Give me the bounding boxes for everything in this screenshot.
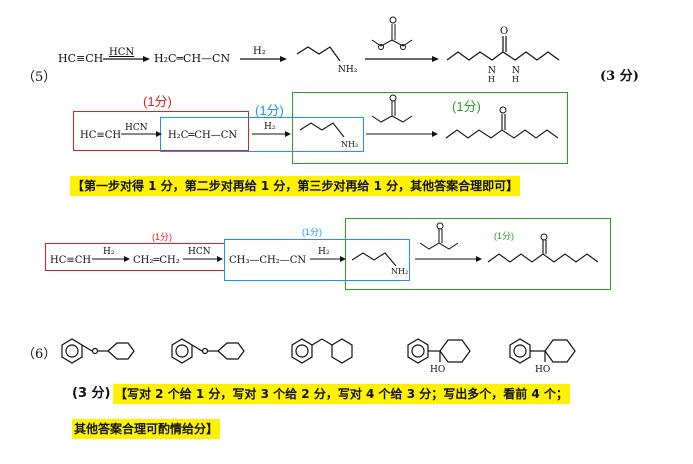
- row1-reagent1: HCN: [109, 47, 134, 58]
- row3-arrow4-head: [476, 256, 482, 262]
- q6-scoring-note-line1: 【写对 2 个给 1 分，写对 3 个给 2 分，写对 4 个给 3 分；写出多…: [113, 384, 570, 404]
- row2-arrow2-head: [285, 131, 291, 137]
- q6-scoring-note-line2: 其他答案合理可酌情给分】: [72, 419, 221, 439]
- step1-box-red: [73, 111, 249, 151]
- row1-start: HC≡CH: [58, 52, 103, 65]
- row2-urea: [445, 129, 559, 139]
- q6-ho-2: HO: [535, 365, 550, 375]
- row1-dmc-o-top: [389, 16, 397, 24]
- row3-dmc-o-top: [436, 222, 444, 230]
- q6-structure-3: [291, 338, 353, 364]
- alt-step2-box-blue: [224, 239, 410, 281]
- row1-urea-h2: H: [512, 75, 519, 84]
- row3-arrow3-head: [340, 256, 346, 262]
- row1-urea-o: O: [500, 26, 508, 37]
- alt-step3-box-green: [345, 218, 611, 290]
- q6-structure-4: [407, 338, 471, 364]
- row2-label-blue: (1分): [255, 103, 284, 118]
- row1-propylamine: [296, 46, 341, 62]
- row1-dmc-o-right: [400, 44, 406, 50]
- row1-dmc-o-left: [378, 44, 384, 50]
- row2-label-red: (1分): [143, 94, 172, 109]
- row1-urea: [446, 51, 560, 61]
- row1-dmc-skeleton: [371, 39, 413, 47]
- row3-label-red: (1分): [152, 232, 172, 242]
- row2-arrow3-head: [432, 131, 438, 137]
- row2-start: HC≡CH: [80, 130, 121, 141]
- q6-number: （6）: [22, 347, 56, 362]
- step3-box-green: [292, 92, 568, 164]
- row2-product1: H₂C═CH—CN: [168, 130, 237, 141]
- q6-ho-1: HO: [430, 365, 445, 375]
- row1-urea-n2: N: [512, 66, 520, 76]
- row2-reagent1: HCN: [125, 123, 148, 133]
- row1-reagent2: H₂: [253, 46, 266, 57]
- row2-dmc-skeleton: [371, 115, 413, 123]
- q6-score: (3 分): [72, 386, 111, 401]
- row3-dmc-skeleton: [419, 242, 459, 250]
- row3-reagent2: HCN: [188, 247, 211, 257]
- row3-urea: [487, 253, 599, 263]
- row2-propylamine: [299, 122, 345, 138]
- q6-structure-2: [171, 338, 245, 364]
- row3-label-green: (1分): [494, 231, 514, 241]
- row1-urea-n1: N: [488, 66, 496, 76]
- row1-arrow3-head: [432, 56, 439, 62]
- row3-arrow1-head: [124, 256, 130, 262]
- row3-product2: CH₃—CH₂—CN: [229, 255, 306, 266]
- q5-number: （5）: [22, 70, 56, 85]
- row1-arrow1-head: [143, 56, 150, 62]
- row3-product1: CH₂═CH₂: [133, 255, 180, 266]
- row2-label-green: (1分): [452, 99, 481, 114]
- row3-reagent1: H₂: [103, 247, 115, 257]
- row3-urea-o: [540, 233, 548, 241]
- row3-arrow2-head: [217, 256, 223, 262]
- row1-urea-h1: H: [488, 75, 495, 84]
- row2-urea-o: [499, 106, 507, 114]
- row2-dmc-o-top: [389, 94, 397, 102]
- row2-arrow1-head: [156, 131, 162, 137]
- row2-reagent2: H₂: [264, 122, 276, 132]
- q5-score: (3 分): [600, 68, 639, 84]
- row3-start: HC≡CH: [50, 255, 91, 266]
- row3-reagent3: H₂: [318, 247, 330, 257]
- row1-product1: H₂C═CH—CN: [154, 52, 230, 65]
- row2-amine-label: NH₂: [341, 140, 358, 149]
- q5-scoring-note: 【第一步对得 1 分，第二步对再给 1 分，第三步对再给 1 分，其他答案合理即…: [70, 176, 521, 196]
- row3-amine-label: NH₂: [391, 267, 408, 276]
- q6-structure-5: [509, 338, 576, 364]
- row3-label-blue: (1分): [302, 227, 322, 237]
- row1-arrow2-head: [280, 56, 287, 62]
- row1-amine-label: NH₂: [338, 65, 358, 75]
- row3-propylamine: [351, 252, 397, 267]
- q6-structure-1: [61, 338, 135, 364]
